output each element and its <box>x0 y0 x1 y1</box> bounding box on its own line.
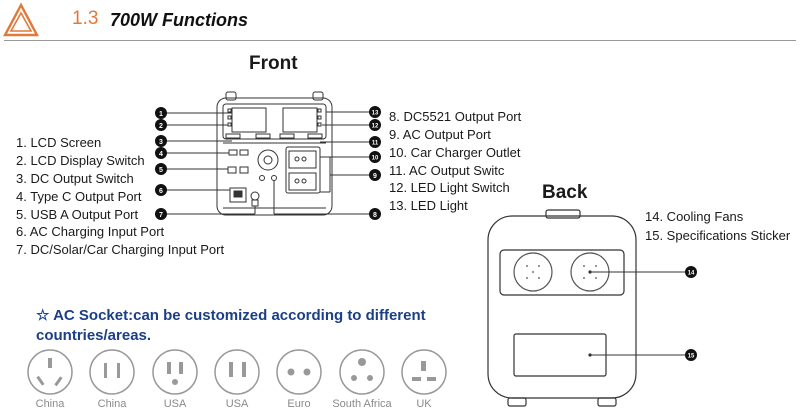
label-ac-output-switch: 11. AC Output Switc <box>389 163 505 178</box>
callout-3: 3 <box>159 139 163 146</box>
section-title: 700W Functions <box>110 10 249 30</box>
label-ac-output-port: 9. AC Output Port <box>389 127 491 142</box>
callout-8: 8 <box>373 212 377 219</box>
callout-7: 7 <box>159 212 163 219</box>
callout-14: 14 <box>688 271 695 277</box>
ac-socket-heading: ☆ AC Socket:can be customized according … <box>36 306 456 346</box>
label-lcd-display-switch: 2. LCD Display Switch <box>16 153 145 168</box>
label-dc5521-port: 8. DC5521 Output Port <box>389 109 522 124</box>
socket-label-euro: Euro <box>287 398 311 410</box>
label-led-light-switch: 12. LED Light Switch <box>389 180 510 195</box>
label-ac-charging-input: 6. AC Charging Input Port <box>16 224 165 239</box>
label-car-charger-outlet: 10. Car Charger Outlet <box>389 145 521 160</box>
socket-label-south-africa: South Africa <box>332 398 392 410</box>
warning-triangle-icon <box>3 2 39 37</box>
callout-11: 11 <box>372 141 379 147</box>
socket-label-china-1: China <box>35 398 65 410</box>
label-specifications-sticker: 15. Specifications Sticker <box>645 228 791 243</box>
socket-label-usa-2: USA <box>225 398 249 410</box>
callout-12: 12 <box>372 124 379 130</box>
callout-6: 6 <box>159 188 163 195</box>
star-icon: ☆ <box>36 307 50 324</box>
back-device <box>487 209 637 407</box>
section-header: 1.3 700W Functions <box>0 0 800 42</box>
callout-4: 4 <box>159 151 163 158</box>
socket-label-usa-1: USA <box>163 398 187 410</box>
front-title: Front <box>249 53 298 74</box>
callout-15: 15 <box>688 354 695 360</box>
callout-1: 1 <box>159 111 163 118</box>
label-lcd-screen: 1. LCD Screen <box>16 135 102 150</box>
label-usb-a-port: 5. USB A Output Port <box>16 207 139 222</box>
callout-10: 10 <box>372 156 379 162</box>
label-cooling-fans: 14. Cooling Fans <box>645 209 744 224</box>
section-number: 1.3 <box>72 8 99 29</box>
front-device <box>216 91 333 216</box>
label-led-light: 13. LED Light <box>389 198 468 213</box>
label-dc-solar-car-input: 7. DC/Solar/Car Charging Input Port <box>16 242 225 257</box>
ac-socket-text: AC Socket:can be customized according to… <box>36 307 426 344</box>
label-dc-output-switch: 3. DC Output Switch <box>16 171 134 186</box>
callout-13: 13 <box>372 111 379 117</box>
socket-icons <box>27 349 447 395</box>
callout-2: 2 <box>159 123 163 130</box>
header-divider <box>4 40 796 41</box>
back-title: Back <box>542 182 588 203</box>
label-type-c-port: 4. Type C Output Port <box>16 189 142 204</box>
callout-9: 9 <box>373 173 377 180</box>
callout-5: 5 <box>159 167 163 174</box>
socket-label-uk: UK <box>416 398 432 410</box>
socket-label-china-2: China <box>97 398 127 410</box>
